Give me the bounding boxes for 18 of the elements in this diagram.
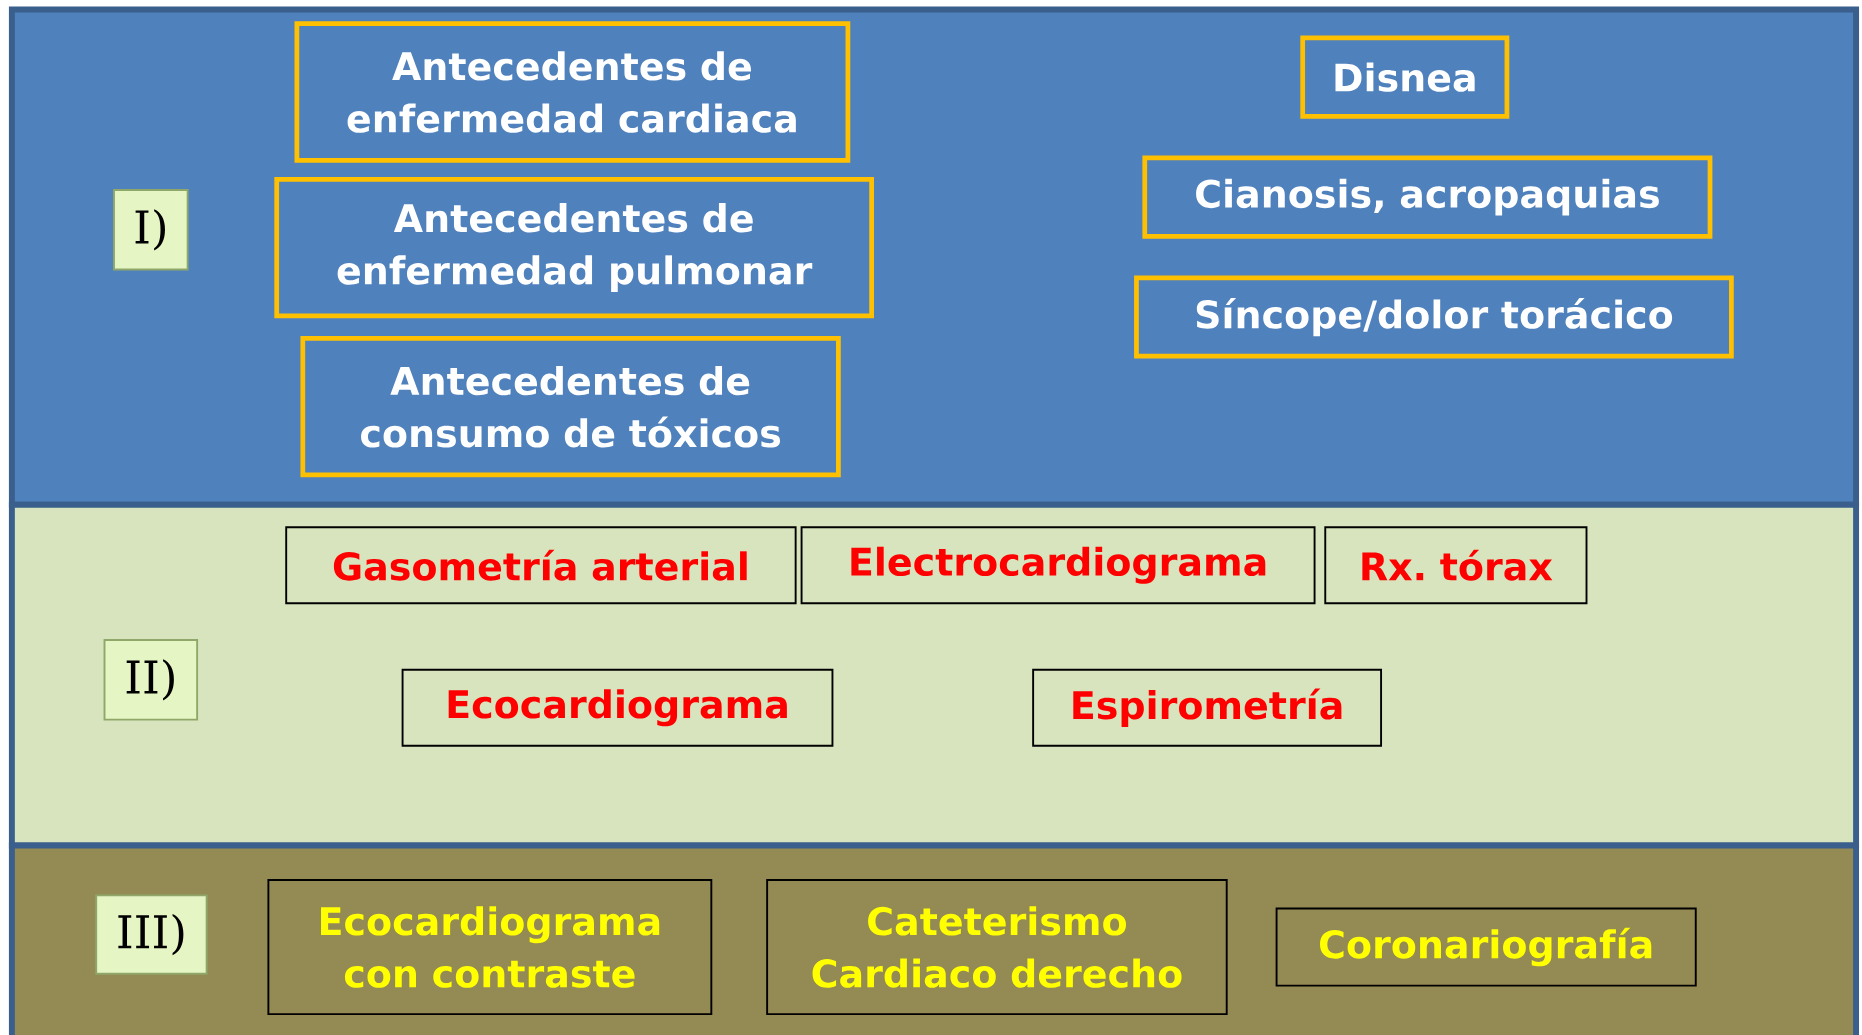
- text-box: Cianosis, acropaquias: [1142, 155, 1713, 239]
- text-box: Antecedentes de enfermedad cardiaca: [294, 21, 851, 163]
- text-box: Rx. tórax: [1324, 526, 1588, 604]
- band-background: [8, 842, 1860, 1035]
- text-box: Antecedentes de enfermedad pulmonar: [274, 176, 874, 318]
- text-box: Ecocardiograma con contraste: [267, 878, 713, 1015]
- text-box: Coronariografía: [1275, 907, 1697, 987]
- section-label: III): [95, 894, 208, 975]
- text-box: Espirometría: [1032, 668, 1383, 747]
- section-label: I): [113, 188, 189, 271]
- text-box: Cateterismo Cardiaco derecho: [766, 878, 1228, 1015]
- text-box: Disnea: [1300, 35, 1510, 119]
- text-box: Síncope/dolor torácico: [1134, 275, 1734, 359]
- text-box: Antecedentes de consumo de tóxicos: [300, 335, 841, 478]
- text-box: Ecocardiograma: [401, 668, 834, 747]
- section-label: II): [103, 638, 199, 721]
- text-box: Electrocardiograma: [800, 526, 1316, 604]
- text-box: Gasometría arterial: [285, 526, 797, 604]
